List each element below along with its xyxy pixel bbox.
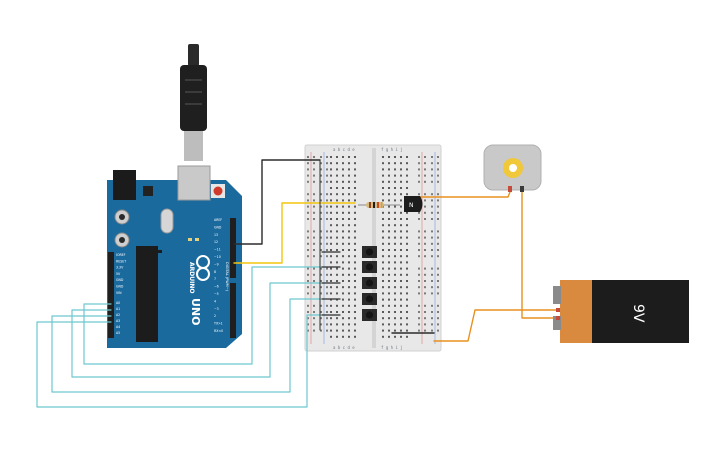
transistor: N	[404, 196, 423, 212]
analog-pin-label: A5	[116, 331, 120, 335]
column-letters-right: f g h i j	[381, 147, 403, 152]
pin-label: 8	[214, 270, 216, 274]
digital-pins-label: DIGITAL (PWM~)	[225, 262, 229, 292]
push-button[interactable]	[362, 293, 377, 305]
pin-label: ~6	[214, 285, 219, 289]
pin-label: ~11	[214, 248, 221, 252]
wire-battery-rail-orange[interactable]	[433, 309, 557, 342]
pin-label: 13	[214, 233, 218, 237]
power-pin-label: RESET	[116, 259, 126, 263]
pin-label: ~9	[214, 262, 219, 266]
pin-label: ~3	[214, 307, 219, 311]
analog-header	[108, 298, 114, 338]
digital-header-top	[230, 218, 236, 278]
arduino-logo	[196, 255, 210, 281]
power-pin-label: GND	[116, 285, 124, 289]
analog-pin-label: A2	[116, 313, 120, 317]
power-jack	[113, 170, 136, 200]
wire-a0-cyan[interactable]	[83, 266, 323, 365]
wire-a1-cyan[interactable]	[71, 282, 323, 378]
analog-pin-label: A1	[116, 307, 120, 311]
column-letters-left-bottom: a b c d e	[333, 345, 355, 350]
analog-pin-label: A4	[116, 325, 120, 329]
pin-label: TX>1	[213, 322, 223, 326]
pin-label: RX<0	[214, 329, 223, 333]
battery-label: 9V	[630, 304, 646, 323]
microcontroller-chip	[136, 246, 158, 342]
push-buttons[interactable]	[362, 246, 377, 321]
usb-port	[177, 165, 211, 201]
wire-a3-cyan[interactable]	[36, 314, 323, 408]
battery-9v: 9V	[553, 280, 689, 343]
wire-motor-battery-orange[interactable]	[521, 187, 557, 319]
power-pin-label: 3.3V	[116, 266, 124, 270]
board-brand: ARDUINO	[188, 262, 195, 293]
power-pin-label: VIN	[116, 291, 122, 295]
column-letters-right-bottom: f g h i j	[381, 345, 403, 350]
pin-label: 4	[214, 299, 216, 303]
reset-button[interactable]	[213, 186, 223, 196]
power-header	[108, 252, 114, 300]
dc-motor	[483, 144, 542, 192]
resistor	[358, 202, 400, 208]
push-button[interactable]	[362, 309, 377, 321]
transistor-label: N	[409, 202, 414, 209]
push-button[interactable]	[362, 277, 377, 289]
usb-cable	[180, 44, 207, 161]
arduino-board[interactable]: ARDUINO UNO DIGITAL (PWM~) ANALOG IN ARE…	[102, 165, 242, 348]
digital-header-bottom	[230, 283, 236, 338]
board-pin-labels: AREF GND 13 12 ~11 ~10 ~9 8 7 ~6 ~5 4 ~3 2TX>1RX<0	[213, 218, 223, 333]
analog-pin-label: A3	[116, 319, 120, 323]
wire-a2-cyan[interactable]	[51, 298, 323, 393]
power-pin-label: 5V	[116, 272, 121, 276]
pin-label: 7	[214, 277, 216, 281]
pin-label: AREF	[214, 218, 222, 222]
column-letters-left: a b c d e	[333, 147, 355, 152]
pin-label: ~5	[214, 292, 219, 296]
pin-label: 12	[214, 240, 218, 244]
pin-label: 2	[214, 314, 216, 318]
analog-pin-label: A0	[116, 301, 120, 305]
push-button[interactable]	[362, 246, 377, 258]
push-button[interactable]	[362, 261, 377, 273]
wire-pin11-yellow[interactable]	[233, 202, 356, 264]
power-pin-label: IOREF	[116, 253, 126, 257]
wire-gnd-black[interactable]	[233, 159, 321, 245]
board-model: UNO	[189, 298, 202, 326]
power-pin-label: GND	[116, 278, 124, 282]
pin-label: GND	[214, 225, 222, 229]
pin-label: ~10	[214, 255, 221, 259]
